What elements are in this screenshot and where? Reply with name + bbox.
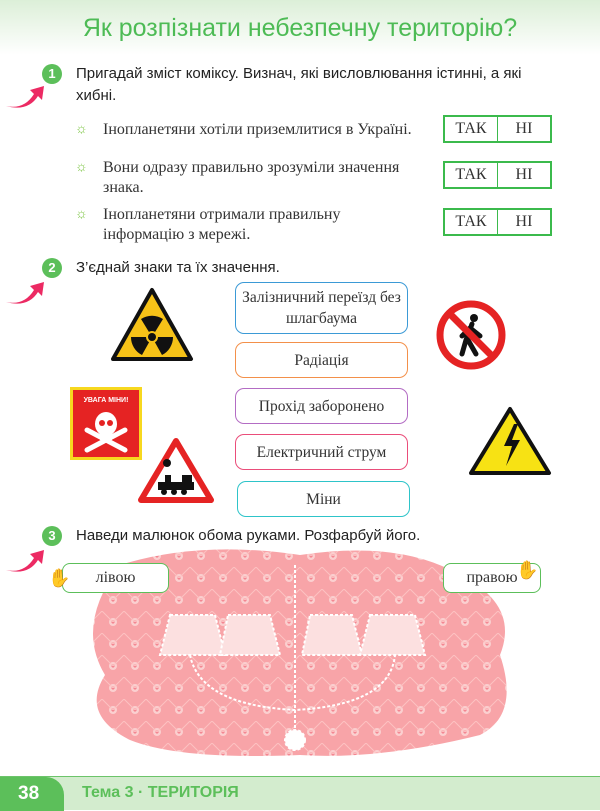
sun-bullet-icon: ☼ (75, 160, 88, 175)
right-hand-label: правою (443, 563, 541, 593)
skull-crossbones-icon (84, 412, 128, 453)
sun-bullet-icon: ☼ (75, 122, 88, 137)
footer-theme: Тема 3 · ТЕРИТОРІЯ (82, 784, 239, 801)
electric-hazard-sign-icon[interactable] (468, 406, 552, 476)
left-hand-icon: ✋ (48, 568, 71, 588)
page-number: 38 (0, 777, 64, 811)
task-2-text: З’єднай знаки та їх значення. (76, 259, 280, 276)
answer-choice-2[interactable]: ТАК НІ (443, 161, 552, 189)
no-pedestrian-sign-icon[interactable] (436, 300, 506, 370)
answer-choice-1[interactable]: ТАК НІ (443, 115, 552, 143)
page-title: Як розпізнати небезпечну територію? (82, 14, 518, 42)
meaning-mines[interactable]: Міни (237, 481, 410, 517)
arrow-icon (6, 86, 44, 108)
no-option[interactable]: НІ (515, 166, 533, 183)
radiation-sign-icon[interactable] (110, 287, 194, 362)
task-number-3: 3 (42, 526, 62, 546)
no-option[interactable]: НІ (515, 120, 533, 137)
task-3-text: Наведи малюнок обома руками. Розфарбуй й… (76, 527, 421, 544)
chandelier-drawing[interactable] (80, 545, 520, 765)
yes-option[interactable]: ТАК (445, 163, 498, 187)
mines-sign-text: УВАГА МІНИ! (83, 397, 129, 404)
statement-2: ☼Вони одразу правильно зрозуміли значенн… (75, 159, 400, 196)
footer: 38 Тема 3 · ТЕРИТОРІЯ (0, 776, 600, 811)
arrow-icon (6, 282, 44, 304)
statement-1: ☼Інопланетяни хотіли приземлитися в Укра… (75, 121, 412, 138)
arrow-icon (6, 550, 44, 572)
answer-choice-3[interactable]: ТАК НІ (443, 208, 552, 236)
right-hand-icon: ✋ (516, 560, 539, 580)
task-1-text: Пригадай зміст коміксу. Визнач, які висл… (76, 65, 522, 104)
meaning-no-entry[interactable]: Прохід заборонено (235, 388, 408, 424)
yes-option[interactable]: ТАК (445, 117, 498, 141)
left-hand-label: лівою (62, 563, 169, 593)
task-number-2: 2 (42, 258, 62, 278)
task-number-1: 1 (42, 64, 62, 84)
meaning-electric-current[interactable]: Електричний струм (235, 434, 408, 470)
no-option[interactable]: НІ (515, 213, 533, 230)
statement-3: ☼Інопланетяни отримали правильну інформа… (75, 206, 341, 243)
meaning-radiation[interactable]: Радіація (235, 342, 408, 378)
railway-crossing-sign-icon[interactable] (138, 437, 214, 503)
sun-bullet-icon: ☼ (75, 207, 88, 222)
meaning-railway-crossing[interactable]: Залізничний переїзд без шлагбаума (235, 282, 408, 334)
yes-option[interactable]: ТАК (445, 210, 498, 234)
mines-warning-sign[interactable]: УВАГА МІНИ! (70, 387, 142, 460)
header-band (0, 0, 600, 55)
